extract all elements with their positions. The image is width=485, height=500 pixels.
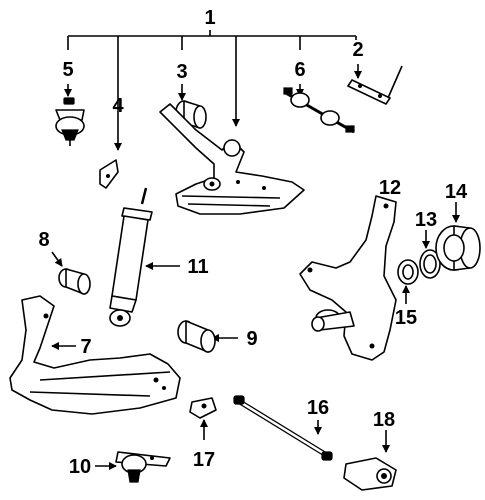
upper-control-arm: [159, 103, 305, 215]
callout-1: 1: [204, 7, 215, 29]
lower-bumper: [189, 397, 217, 419]
callout-14: 14: [445, 181, 468, 203]
lower-arm-bushing-rear: [177, 320, 216, 353]
alignment-shim: [347, 65, 403, 105]
hub-assembly: [435, 225, 481, 271]
lower-ball-joint: [115, 451, 171, 483]
callout-17: 17: [193, 449, 215, 471]
grease-seal: [419, 249, 441, 279]
callout-18: 18: [373, 409, 395, 431]
callout-9: 9: [246, 328, 257, 350]
callout-11: 11: [187, 256, 208, 278]
upper-arm-shaft-kit: [283, 87, 355, 134]
callout-15: 15: [395, 307, 417, 329]
callout-7: 7: [80, 336, 91, 358]
callout-labels: 1 2 3 4 5 6 7 8 9 10 11 12 13 14 15 16 1…: [38, 7, 468, 478]
shock-absorber: [109, 187, 153, 327]
rebound-bumper: [99, 159, 119, 189]
callout-6: 6: [294, 59, 305, 81]
lower-control-arm: [9, 295, 181, 415]
upper-ball-joint: [55, 97, 85, 146]
inner-bearing: [397, 259, 419, 285]
callout-3: 3: [176, 61, 187, 83]
callout-10: 10: [69, 456, 91, 478]
callout-13: 13: [415, 209, 437, 231]
callout-2: 2: [352, 39, 363, 61]
strut-rod-bushing: [343, 457, 397, 491]
strut-rod: [233, 395, 333, 461]
callout-8: 8: [38, 229, 49, 251]
steering-knuckle: [299, 195, 397, 361]
callout-5: 5: [62, 59, 73, 81]
callout-4: 4: [112, 95, 124, 117]
callout-1-leader: [67, 30, 357, 151]
callout-16: 16: [307, 397, 329, 419]
lower-arm-bushing-front: [58, 268, 91, 295]
callout-12: 12: [379, 177, 401, 199]
